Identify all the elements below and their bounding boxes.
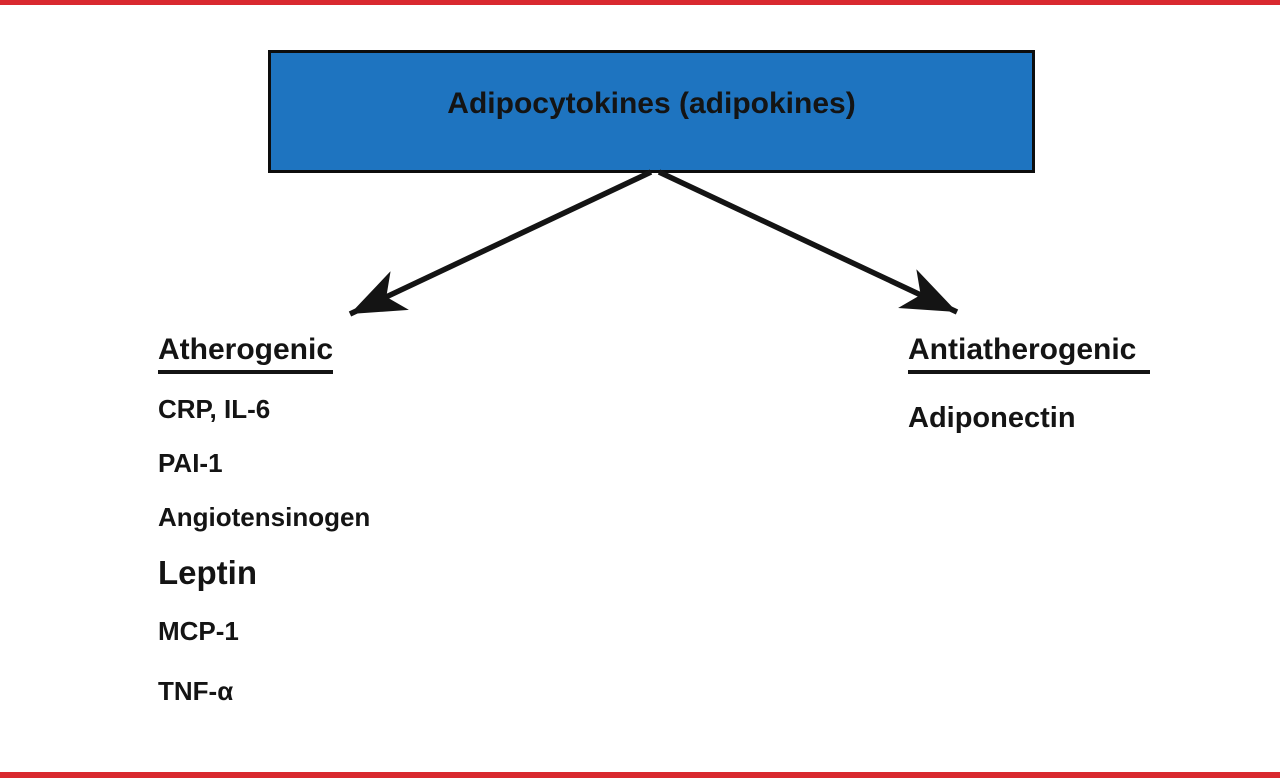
list-item-leptin: Leptin [158, 554, 257, 591]
root-node-adipocytokines: Adipocytokines (adipokines) [268, 50, 1035, 173]
list-item-mcp1: MCP-1 [158, 616, 239, 646]
arrow-to-antiatherogenic [657, 169, 959, 315]
atherogenic-heading: Atherogenic [158, 333, 334, 374]
bottom-border-rule [0, 772, 1280, 778]
list-item-pai1: PAI-1 [158, 448, 223, 478]
atherogenic-heading-text: Atherogenic [158, 333, 334, 374]
list-item-crp-il6: CRP, IL-6 [158, 394, 271, 424]
arrow-to-atherogenic [348, 169, 653, 317]
list-item-angiotensinogen: Angiotensinogen [158, 502, 371, 532]
root-node-label: Adipocytokines (adipokines) [447, 86, 856, 120]
list-item-adiponectin: Adiponectin [908, 402, 1076, 434]
antiatherogenic-heading-text: Antiatherogenic [908, 333, 1151, 374]
antiatherogenic-heading: Antiatherogenic [908, 333, 1151, 374]
list-item-tnf-alpha: TNF-α [158, 676, 234, 706]
top-border-rule [0, 0, 1280, 5]
